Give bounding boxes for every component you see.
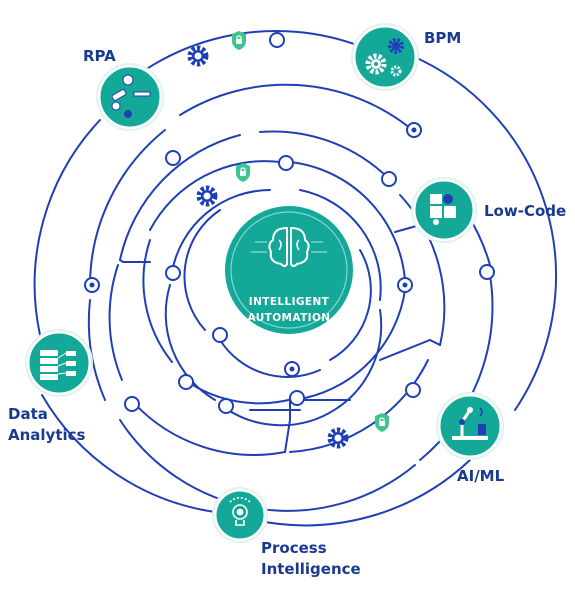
- ring2-arc-bottom: [119, 419, 416, 512]
- node-dot: [405, 382, 421, 398]
- ring3-arc-bottom: [289, 359, 429, 453]
- bpm-node: [351, 23, 419, 91]
- low-code-label: Low-Code: [484, 202, 567, 220]
- ring5-arc-right: [299, 189, 382, 301]
- gear-icon: [187, 45, 209, 67]
- shield-lock-icon: [232, 31, 246, 50]
- shield-lock-icon: [236, 163, 250, 182]
- outer-ring-arc-left: [41, 394, 216, 513]
- node-dot: [124, 396, 140, 412]
- outer-ring-arc-bottom: [254, 459, 471, 527]
- ring2-arc-bottom-right: [419, 274, 494, 461]
- node-dot: [218, 398, 234, 414]
- center-node: [225, 206, 353, 334]
- node-dot: [269, 32, 285, 48]
- ring2-arc: [89, 129, 166, 286]
- data-analytics-label-line1: Data: [8, 405, 48, 423]
- node-dot: [479, 264, 495, 280]
- rpa-node: [96, 63, 164, 131]
- ring6-arc: [183, 209, 221, 331]
- aiml-node: [436, 392, 504, 460]
- gears-icon: [365, 38, 404, 77]
- node-dot: [165, 265, 181, 281]
- node-dot: [212, 327, 228, 343]
- shield-lock-icon: [375, 413, 389, 432]
- aiml-label: AI/ML: [457, 467, 505, 485]
- gear-icon: [196, 185, 218, 207]
- ring3-arc: [119, 134, 241, 261]
- connector: [119, 259, 151, 263]
- target-dot: [84, 277, 100, 293]
- bpm-label: BPM: [424, 29, 462, 47]
- brain-icon: [251, 226, 327, 267]
- gear-icon: [327, 427, 349, 449]
- node-dot: [178, 374, 194, 390]
- ring6-arc-bottom: [219, 339, 321, 378]
- center-title-line1: INTELLIGENT: [248, 296, 330, 308]
- target-dot: [406, 122, 422, 138]
- data-analytics-node: [25, 329, 93, 397]
- ring3-arc-left: [108, 264, 123, 381]
- outer-ring-arc-right: [409, 54, 558, 411]
- center-title-line2: AUTOMATION: [247, 312, 331, 324]
- database-icon: [40, 350, 76, 380]
- lightbulb-gear-icon: [229, 497, 251, 526]
- ring4-arc-bottom: [304, 289, 406, 399]
- ring3-arc-bottom-left: [132, 401, 286, 456]
- connector: [284, 399, 291, 453]
- ring2-arc-top: [179, 83, 411, 129]
- ring5-arc-bottom: [224, 309, 383, 427]
- ring4-arc: [149, 160, 281, 231]
- ring5-arc-left: [164, 284, 216, 401]
- outer-ring-arc-left-upper: [33, 119, 101, 336]
- ring3-arc-top: [259, 130, 386, 176]
- ring4-arc-right: [289, 161, 406, 281]
- puzzle-icon: [430, 194, 456, 225]
- ai-robot-icon: [452, 407, 488, 440]
- target-dot: [397, 277, 413, 293]
- ring2-arc-left: [87, 299, 106, 401]
- node-dot: [165, 150, 181, 166]
- node-dot: [381, 171, 397, 187]
- data-analytics-label-line2: Analytics: [8, 426, 86, 444]
- process-intelligence-label-line2: Intelligence: [261, 560, 361, 578]
- rpa-label: RPA: [83, 47, 116, 65]
- robot-arm-icon: [111, 74, 151, 118]
- low-code-node: [411, 177, 477, 243]
- node-dot: [278, 155, 294, 171]
- target-dot: [284, 361, 300, 377]
- ring6-arc-right: [329, 249, 372, 361]
- ring5-arc: [171, 189, 271, 273]
- process-intelligence-node: [212, 487, 268, 543]
- process-intelligence-label-line1: Process: [261, 539, 327, 557]
- ring4-arc-left: [142, 239, 173, 363]
- node-dot: [289, 390, 305, 406]
- connector: [379, 338, 441, 361]
